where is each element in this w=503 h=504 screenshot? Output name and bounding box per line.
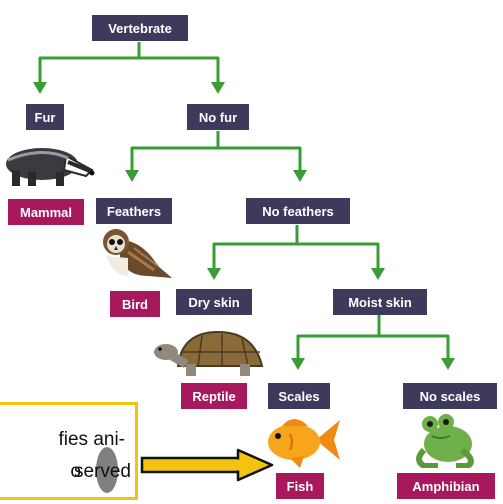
callout-line-2b: served [73,461,131,482]
class-mammal: Mammal [8,199,84,225]
class-fish: Fish [276,473,324,499]
arrowhead [125,170,139,182]
arrowhead [441,358,455,370]
callout-line-2a: o [70,461,81,482]
arrowhead [371,268,385,280]
callout-box: fies ani- o served [0,402,138,500]
node-feathers: Feathers [96,198,172,224]
callout-line-1: fies ani- [58,429,125,450]
owl-icon [103,229,172,278]
class-amphibian: Amphibian [397,473,495,499]
node-moist-skin: Moist skin [333,289,427,315]
tortoise-icon [154,330,264,376]
node-no-fur: No fur [187,104,249,130]
badger-icon [6,148,95,186]
arrowhead [211,82,225,94]
branch-vertebrate [38,42,220,84]
node-no-feathers: No feathers [246,198,350,224]
pointer-arrow-icon [140,448,274,482]
arrowhead [207,268,221,280]
node-dry-skin: Dry skin [176,289,252,315]
branch-moist-skin [296,315,450,360]
frog-icon [416,414,474,468]
class-reptile: Reptile [181,383,247,409]
node-scales: Scales [268,383,330,409]
arrowhead [293,170,307,182]
node-fur: Fur [26,104,64,130]
arrowhead [33,82,47,94]
node-no-scales: No scales [403,383,497,409]
node-vertebrate: Vertebrate [92,15,188,41]
branch-no-feathers [212,225,380,270]
cursor-blob [96,447,118,493]
goldfish-icon [268,419,340,468]
class-bird: Bird [110,291,160,317]
arrowhead [291,358,305,370]
branch-no-fur [130,131,302,172]
